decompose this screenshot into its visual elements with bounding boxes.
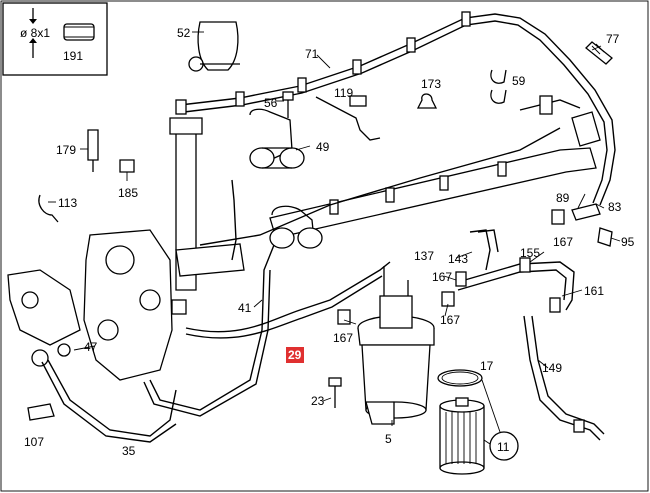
label-5: 5 [385, 432, 392, 446]
clip-185 [119, 159, 135, 173]
label-137: 137 [414, 249, 434, 263]
label-83: 83 [608, 200, 622, 214]
label-95: 95 [621, 235, 635, 249]
bolt-56 [282, 91, 294, 118]
label-167-b: 167 [432, 270, 452, 284]
return-line-71 [175, 11, 616, 206]
label-89: 89 [556, 191, 570, 205]
label-49: 49 [316, 140, 330, 154]
hose-section-icon [29, 8, 95, 58]
fitting-47 [31, 343, 71, 367]
fuel-filter-housing-5 [357, 266, 435, 425]
injector-body [169, 117, 245, 291]
label-185: 185 [118, 186, 138, 200]
clamp-173 [416, 93, 438, 109]
part-labels: 52 71 77 56 119 173 59 179 185 49 113 89… [24, 26, 635, 458]
label-155: 155 [520, 246, 540, 260]
clamp-59 [490, 69, 507, 104]
highlighted-label-29[interactable]: 29 [286, 347, 304, 363]
clip-52 [188, 21, 240, 72]
label-107: 107 [24, 435, 44, 449]
label-77: 77 [606, 32, 620, 46]
legend-spec: ø 8x1 [20, 26, 50, 40]
label-17: 17 [480, 359, 494, 373]
label-71: 71 [305, 47, 319, 61]
bracket-119 [315, 95, 381, 141]
label-179: 179 [56, 143, 76, 157]
fuel-rail [269, 95, 601, 239]
fitting-89-83-95 [551, 203, 613, 247]
label-29: 29 [288, 348, 302, 362]
label-56: 56 [264, 96, 278, 110]
leader-lines [48, 31, 621, 426]
rail-feed-line [199, 127, 561, 246]
label-161: 161 [584, 284, 604, 298]
label-149: 149 [542, 361, 562, 375]
label-52: 52 [177, 26, 191, 40]
fitting-77 [585, 41, 613, 65]
label-23: 23 [311, 394, 325, 408]
clip-167-pump [171, 299, 187, 315]
label-119: 119 [334, 86, 353, 100]
label-41: 41 [238, 301, 252, 315]
legend-box: ø 8x1 191 [2, 2, 108, 76]
pressure-regulator-49 [249, 108, 305, 169]
label-167-d: 167 [333, 331, 353, 345]
label-167-a: 167 [553, 235, 573, 249]
label-35: 35 [122, 444, 136, 458]
regulator-rail [269, 205, 323, 249]
bracket-107 [27, 403, 55, 421]
label-113: 113 [58, 196, 77, 210]
injector-179 [87, 129, 99, 172]
label-47: 47 [84, 340, 98, 354]
hose-assembly [337, 229, 605, 441]
bolt-23 [328, 377, 342, 408]
label-167-c: 167 [440, 313, 460, 327]
callout-line-17 [481, 379, 501, 433]
label-173: 173 [421, 77, 441, 91]
injection-pump [7, 229, 173, 381]
label-59: 59 [512, 74, 526, 88]
fuel-lines [41, 179, 391, 443]
fitting-113 [38, 194, 59, 223]
label-143: 143 [448, 252, 468, 266]
callout-circle-11 [489, 431, 519, 461]
legend-part-number: 191 [63, 49, 83, 63]
filter-element-11 [437, 369, 485, 475]
label-11: 11 [497, 440, 510, 454]
